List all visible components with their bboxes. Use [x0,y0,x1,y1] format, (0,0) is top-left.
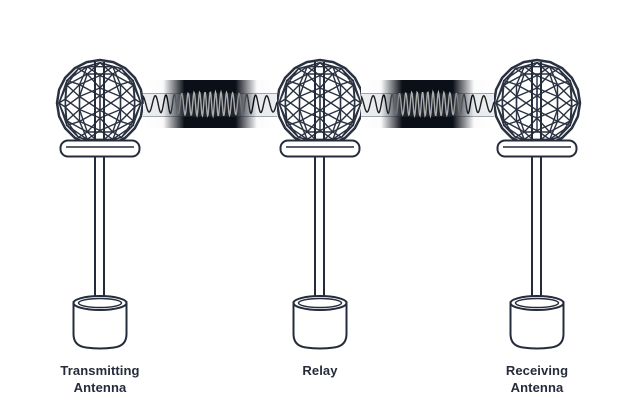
antenna-base-cylinder [292,295,348,350]
signal-beam-left [143,80,277,128]
antenna-figure-transmitting-antenna [55,58,145,350]
antenna-base-cylinder [509,295,565,350]
receiving-antenna-label: Receiving Antenna [467,362,607,396]
antenna-mast [531,62,542,300]
antenna-mast [94,62,105,300]
geodesic-sphere-icon [55,58,145,148]
antenna-collar [59,139,141,158]
antenna-collar [496,139,578,158]
signal-beam-right [361,80,494,128]
label-line: Transmitting [60,363,140,378]
radio-wave-icon [361,89,494,119]
antenna-figure-relay-antenna [275,58,365,350]
antenna-mast [314,62,325,300]
antenna-base-cylinder [72,295,128,350]
relay-antenna-label: Relay [250,362,390,379]
label-line: Relay [302,363,338,378]
antenna-collar [279,139,361,158]
geodesic-sphere-icon [492,58,582,148]
label-line: Antenna [73,380,127,395]
geodesic-sphere-icon [275,58,365,148]
label-line: Antenna [510,380,564,395]
antenna-figure-receiving-antenna [492,58,582,350]
transmitting-antenna-label: Transmitting Antenna [30,362,170,396]
radio-wave-icon [143,89,277,119]
label-line: Receiving [505,363,569,378]
